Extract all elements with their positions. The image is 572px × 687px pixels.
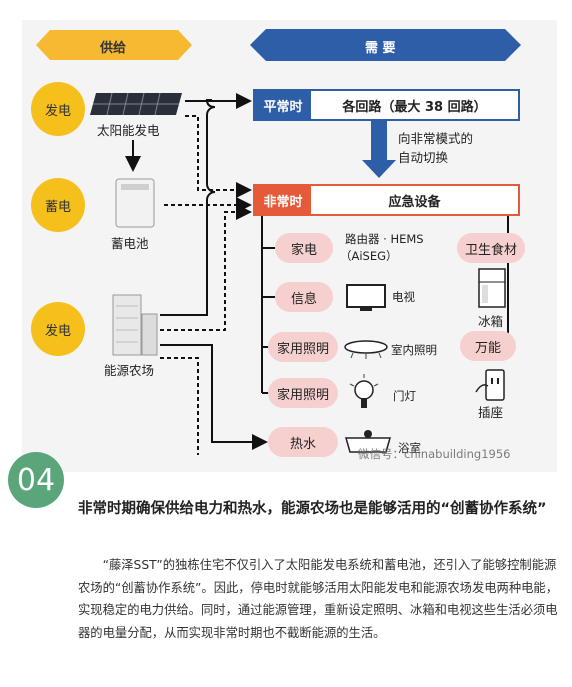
emergency-mode-box: 非常时 应急设备 [253, 184, 520, 216]
energy-farm-icon [112, 294, 158, 356]
tv-icon [346, 284, 386, 311]
bathtub-icon [345, 430, 391, 453]
watermark: 微信号：chinabuilding1956 [358, 447, 511, 461]
source-role-farm: 发电 [31, 302, 85, 356]
source-role-battery: 蓄电 [31, 178, 85, 232]
router-label-line2: （AiSEG） [340, 249, 398, 263]
emergency-mode-label: 应急设备 [311, 186, 518, 214]
emergency-mode-tag: 非常时 [255, 186, 311, 214]
category-hygiene-food: 卫生食材 [457, 233, 525, 263]
ceiling-light-icon [344, 340, 388, 359]
source-role-solar: 发电 [31, 82, 85, 136]
indoor-light-label: 室内照明 [391, 343, 437, 357]
category-universal: 万能 [460, 331, 516, 361]
farm-to-hotwater-dashed [160, 357, 199, 455]
outlet-icon [475, 369, 505, 401]
normal-mode-label: 各回路（最大 38 回路） [311, 91, 518, 119]
solar-to-emergency-line [185, 115, 252, 198]
category-hotwater: 热水 [268, 427, 338, 457]
fridge-icon [478, 268, 506, 308]
farm-to-emergency-line [160, 204, 252, 331]
battery-icon [115, 178, 155, 228]
normal-mode-tag: 平常时 [255, 91, 311, 119]
farm-label: 能源农场 [104, 363, 155, 378]
caption-title: 非常时期确保供给电力和热水，能源农场也是能够活用的“创蓄协作系统” [78, 501, 547, 517]
category-info: 信息 [275, 282, 333, 312]
demand-header-arrow [250, 29, 521, 61]
normal-mode-box: 平常时 各回路（最大 38 回路） [253, 89, 520, 121]
solar-label: 太阳能发电 [97, 123, 160, 138]
header-arrows [36, 29, 521, 61]
switch-note-line2: 自动切换 [398, 150, 449, 165]
bathroom-label: 浴室 [398, 441, 421, 455]
outlet-label: 插座 [478, 405, 504, 420]
section-number-badge: 04 [8, 452, 64, 508]
supply-header-arrow [36, 30, 192, 60]
category-lighting-2: 家用照明 [268, 378, 338, 408]
porch-lamp-label: 门灯 [393, 389, 416, 403]
supply-header: 供给 [100, 41, 127, 56]
solar-panel-icon [90, 93, 182, 115]
auto-switch-arrow [362, 120, 396, 178]
tv-label: 电视 [392, 290, 415, 304]
category-lighting-1: 家用照明 [268, 332, 338, 362]
battery-label: 蓄电池 [111, 236, 149, 251]
category-appliance: 家电 [275, 233, 333, 263]
fridge-label: 冰箱 [478, 314, 504, 329]
switch-note-line1: 向非常模式的 [398, 131, 474, 146]
router-label-line1: 路由器 · HEMS [345, 232, 424, 246]
demand-header: 需 要 [365, 41, 396, 56]
caption-body: “藤泽SST”的独栋住宅不仅引入了太阳能发电系统和蓄电池，还引入了能够控制能源农… [78, 558, 559, 640]
farm-to-normal-line [160, 99, 216, 316]
farm-to-hotwater-line [160, 344, 268, 450]
porch-lamp-icon [349, 374, 379, 408]
